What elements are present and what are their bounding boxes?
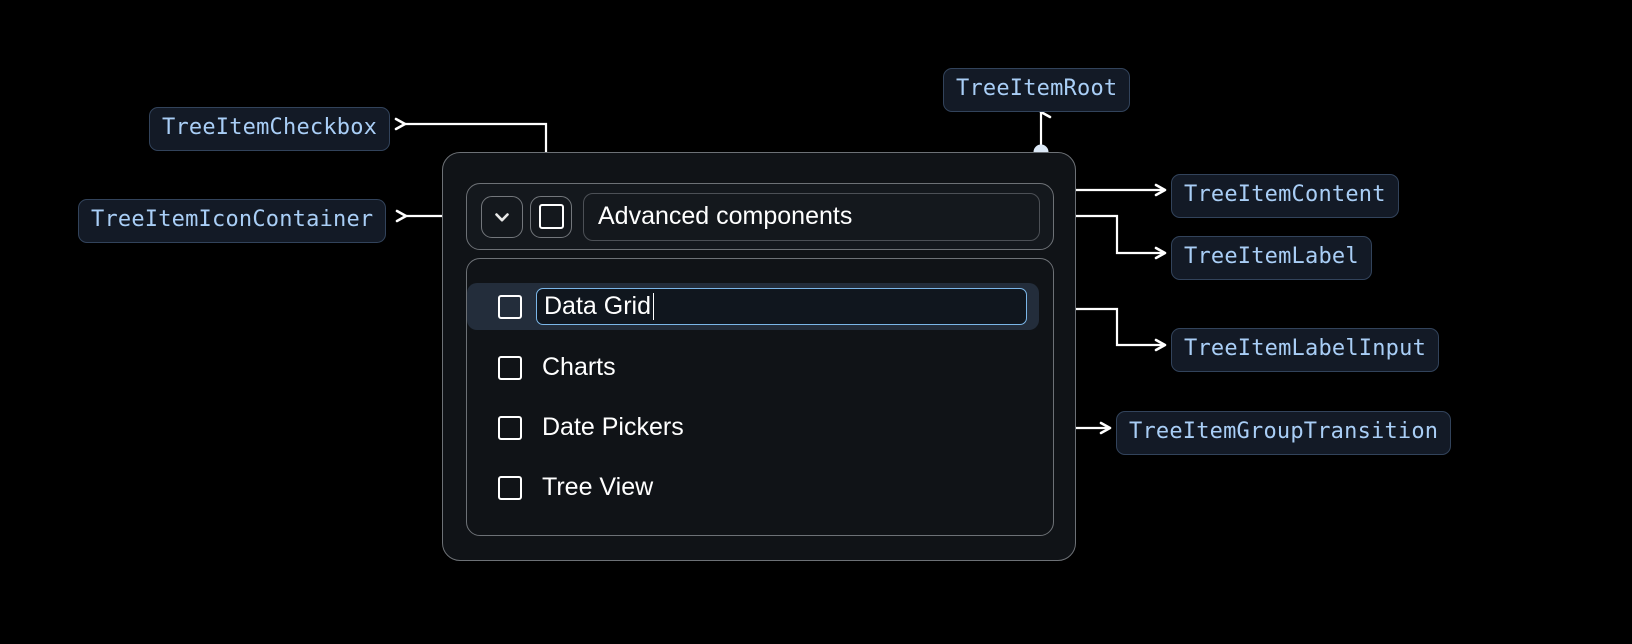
tree-item-content[interactable]: Advanced components (466, 183, 1054, 250)
annotation-tree-item-label-input: TreeItemLabelInput (1171, 328, 1440, 372)
annotation-tree-item-label: TreeItemLabel (1171, 236, 1372, 280)
checkbox-unchecked-icon[interactable] (498, 294, 522, 319)
checkbox-unchecked-icon (538, 204, 564, 229)
text-caret (652, 293, 655, 320)
annotation-tree-item-content: TreeItemContent (1171, 174, 1399, 218)
annotation-tree-item-checkbox: TreeItemCheckbox (149, 107, 391, 151)
tree-item-row-data-grid[interactable]: Data Grid (467, 283, 1039, 330)
annotation-tree-item-root: TreeItemRoot (943, 68, 1131, 112)
tree-item-label-input[interactable]: Data Grid (536, 288, 1027, 325)
checkbox-unchecked-icon[interactable] (498, 415, 522, 440)
tree-item-label-input-value: Data Grid (544, 292, 651, 320)
tree-item-row-charts[interactable]: Charts (467, 345, 1053, 390)
tree-item-label-text: Date Pickers (542, 413, 684, 441)
tree-item-label-text: Charts (542, 353, 616, 381)
tree-item-row-tree-view[interactable]: Tree View (467, 465, 1053, 510)
annotation-tree-item-group-transition: TreeItemGroupTransition (1116, 411, 1452, 455)
tree-item-checkbox[interactable] (530, 195, 572, 238)
annotation-tree-item-icon-container: TreeItemIconContainer (78, 199, 387, 243)
checkbox-unchecked-icon[interactable] (498, 475, 522, 500)
tree-item-group-transition: Data Grid Charts Date Pickers Tree View (466, 258, 1054, 536)
checkbox-unchecked-icon[interactable] (498, 355, 522, 380)
chevron-down-icon (490, 205, 514, 229)
tree-item-label-text: Tree View (542, 473, 654, 501)
tree-item-row-date-pickers[interactable]: Date Pickers (467, 405, 1053, 450)
tree-item-label[interactable]: Advanced components (583, 192, 1040, 241)
tree-item-icon-container[interactable] (481, 195, 523, 238)
tree-item-label-text: Advanced components (598, 202, 853, 230)
